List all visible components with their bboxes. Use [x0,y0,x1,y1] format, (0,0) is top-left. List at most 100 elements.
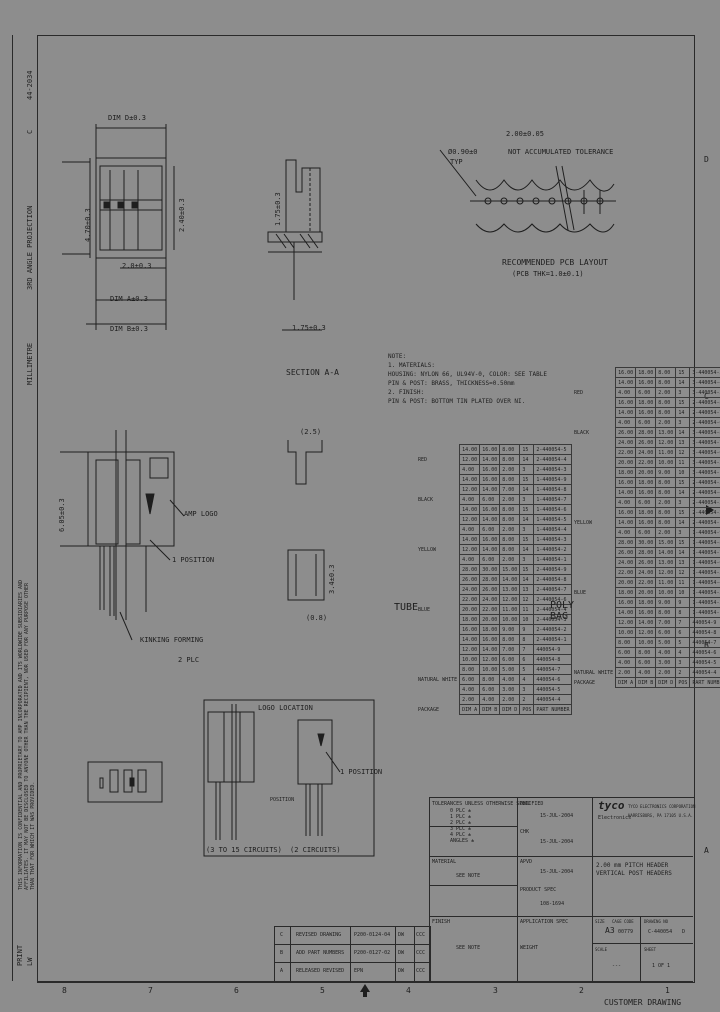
part-cell: 2.00 [655,387,677,398]
part-cell: 14 [519,484,535,495]
part-cell: 20.00 [615,577,637,588]
part-cell: 440054-9 [689,617,720,628]
color-cell [416,535,460,545]
part-cell: 12.00 [655,567,677,578]
part-cell: 16.00 [615,397,637,408]
part-cell: 26.00 [635,437,657,448]
header-cell: POS [519,704,535,715]
side-amp-logo: AMP LOGO [184,510,218,518]
part-cell: 14 [675,547,691,558]
part-cell: 14.00 [459,634,481,645]
part-cell: 3-440054-6 [689,447,720,458]
part-cell: 2.00 [655,527,677,538]
part-cell: 8.00 [655,477,677,488]
part-cell: 440054-6 [689,647,720,658]
part-cell: 12 [519,594,535,605]
pcb-pitch: 2.00±0.05 [506,130,544,138]
tb-cage-value: 00779 [618,929,634,935]
tb-chk-date: 15-JUL-2004 [540,839,574,845]
part-cell: 24.00 [479,594,501,605]
logo-left-caption: (3 TO 15 CIRCUITS) [206,846,282,854]
tb-finish-label: FINISH [432,919,451,925]
part-cell: 16.00 [635,407,657,418]
note-line: NOTE: [388,353,407,360]
part-cell: 3-440054-8 [689,427,720,438]
part-cell: 7 [675,617,691,628]
part-cell: 3-440054-7 [689,437,720,448]
part-cell: 3.00 [655,657,677,668]
part-cell: 11 [675,457,691,468]
part-cell: 8.00 [655,407,677,418]
part-cell: 6.00 [479,524,501,535]
zone-number-2: 2 [579,986,584,995]
rev-desc: REVISED DRAWING [296,932,342,938]
color-cell [572,598,616,608]
part-cell: 10.00 [499,614,521,625]
part-cell: 8.00 [635,647,657,658]
part-cell: 28.00 [479,574,501,585]
part-cell: 6.00 [635,387,657,398]
part-cell: 20.00 [635,587,657,598]
part-cell: 2-440054-7 [689,407,720,418]
part-cell: 1-440054-8 [533,484,573,495]
color-cell [572,568,616,578]
rev-dwn: DW [398,968,405,974]
part-cell: 9.00 [655,597,677,608]
part-cell: 8.00 [655,517,677,528]
color-cell [416,505,460,515]
color-cell [572,558,616,568]
part-cell: 26.00 [459,574,481,585]
part-cell: 2-440054-2 [689,507,720,518]
color-cell: YELLOW [574,519,593,526]
part-cell: 16.00 [479,634,501,645]
color-cell [572,608,616,618]
part-cell: 4 [675,647,691,658]
part-cell: 14.00 [499,574,521,585]
part-cell: 10 [675,587,691,598]
top-dim-right: 2.40±0.3 [178,198,186,232]
part-cell: 1-440054-4 [533,524,573,535]
part-cell: 3 [675,417,691,428]
part-cell: 20.00 [459,604,481,615]
part-cell: 26.00 [615,427,637,438]
part-cell: 30.00 [479,564,501,575]
color-cell [572,498,616,508]
part-cell: 3 [519,524,535,535]
part-cell: 2-440054-1 [689,517,720,528]
part-cell: 12.00 [459,454,481,465]
part-cell: 7 [519,644,535,655]
part-cell: 13.00 [655,427,677,438]
part-cell: 4.00 [459,464,481,475]
part-cell: 4.00 [459,494,481,505]
part-cell: 16.00 [615,367,637,378]
part-cell: 15 [675,367,691,378]
color-cell: BLUE [574,589,587,596]
rev-line [274,962,429,963]
side-kinking-sub: 2 PLC [178,656,200,664]
customer-drawing-label: CUSTOMER DRAWING [604,998,682,1007]
part-cell: 9 [519,624,535,635]
color-cell [416,695,460,705]
part-cell: 9.00 [655,467,677,478]
color-cell [416,685,460,695]
part-cell: 14 [519,514,535,525]
part-cell: 15 [519,504,535,515]
pcb-subtitle: (PCB THK=1.0±0.1) [512,270,584,278]
rev-line [274,944,429,945]
part-cell: 14.00 [479,454,501,465]
part-cell: 18.00 [635,507,657,518]
zone-letter-a: A [704,846,709,855]
part-cell: 2.00 [499,694,521,705]
part-cell: 3 [675,657,691,668]
part-cell: 18.00 [459,614,481,625]
part-cell: 26.00 [615,547,637,558]
part-cell: 4.00 [615,657,637,668]
color-cell: BLUE [418,606,431,613]
tb-line [429,826,517,827]
tb-appd-label: APVD [520,859,533,865]
